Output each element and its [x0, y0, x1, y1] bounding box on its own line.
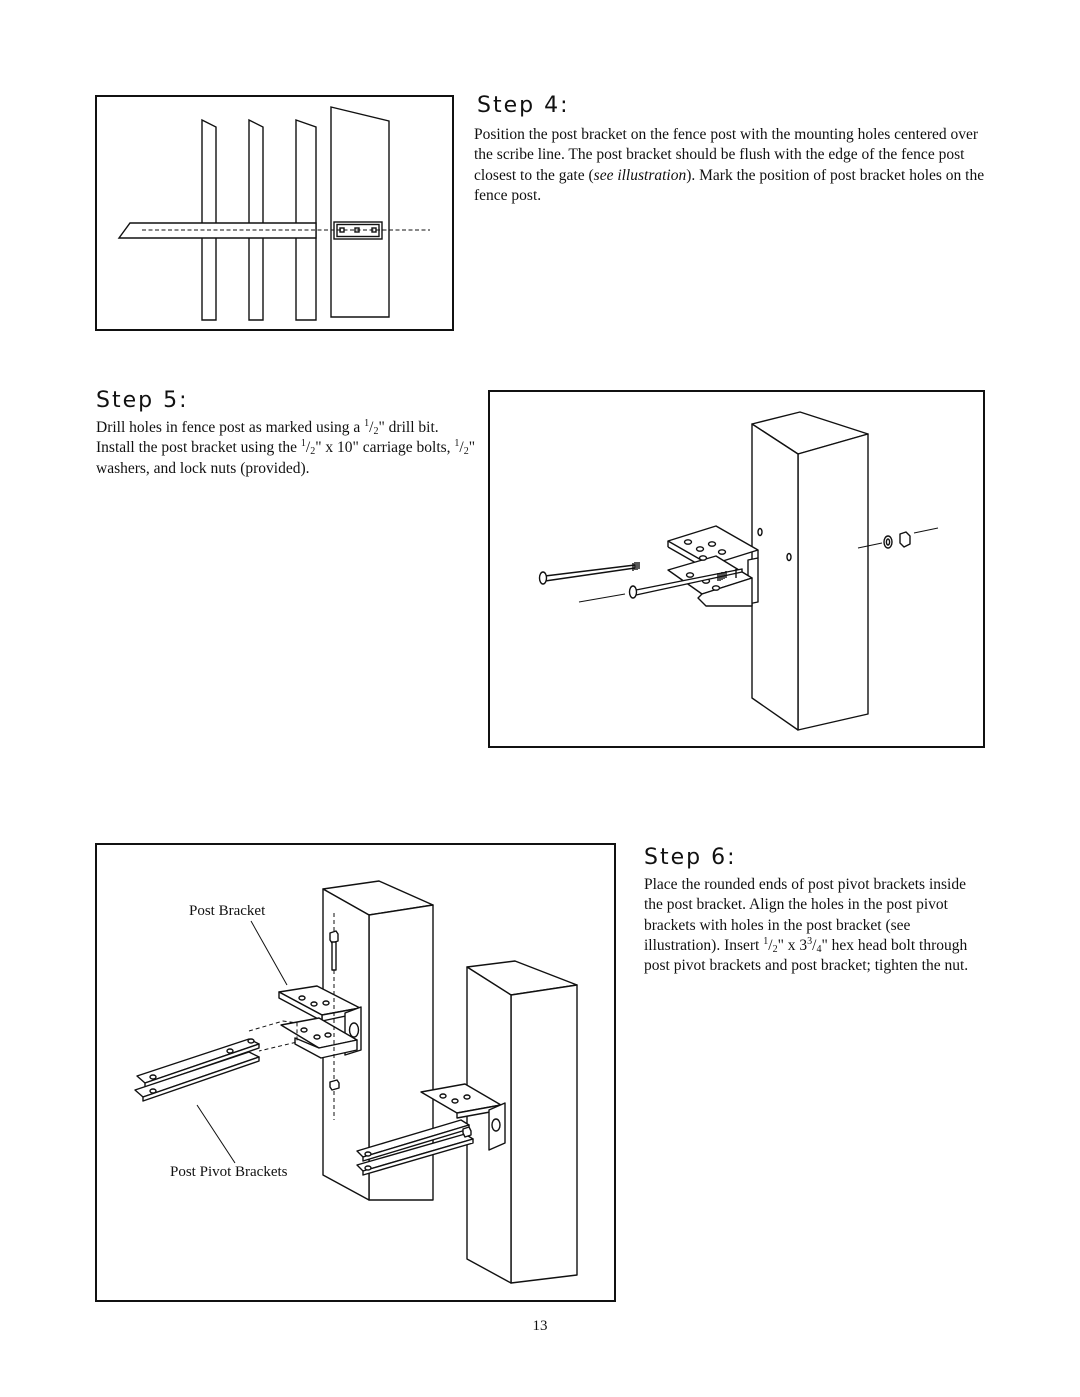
fence-scribe-diagram	[117, 106, 430, 321]
step4-text: Position the post bracket on the fence p…	[474, 126, 985, 204]
label-post-bracket: Post Bracket	[189, 903, 266, 919]
post-side-face	[797, 433, 869, 731]
fence-picket-3	[295, 119, 317, 321]
hex-nut	[329, 1079, 340, 1091]
post-front-face	[751, 423, 799, 731]
step5-illustration	[488, 390, 985, 748]
carriage-bolt-1	[544, 564, 636, 582]
step4-illustration	[95, 95, 454, 331]
right-post-side-face	[510, 984, 578, 1284]
step5-title: Step 5:	[96, 388, 189, 413]
hex-bolt	[329, 930, 339, 944]
step4-italic-text: see illustration	[593, 166, 687, 184]
page-number: 13	[532, 1318, 548, 1334]
step4-title: Step 4:	[477, 93, 570, 118]
bracket-install-diagram	[538, 411, 939, 731]
pivot-bracket-diagram: Post Bracket Post Pivot Brackets	[134, 880, 578, 1284]
step6-title: Step 6:	[644, 845, 737, 870]
step6-illustration: Post Bracket Post Pivot Brackets	[95, 843, 616, 1302]
fence-picket-2	[248, 118, 264, 321]
label-post-pivot-brackets: Post Pivot Brackets	[170, 1164, 288, 1180]
fence-post	[330, 106, 390, 318]
step5-text: Drill holes in fence post as marked usin…	[96, 418, 476, 477]
step6-text: Place the rounded ends of post pivot bra…	[644, 876, 969, 975]
fence-picket-1	[201, 118, 217, 321]
lock-nut	[899, 531, 911, 548]
